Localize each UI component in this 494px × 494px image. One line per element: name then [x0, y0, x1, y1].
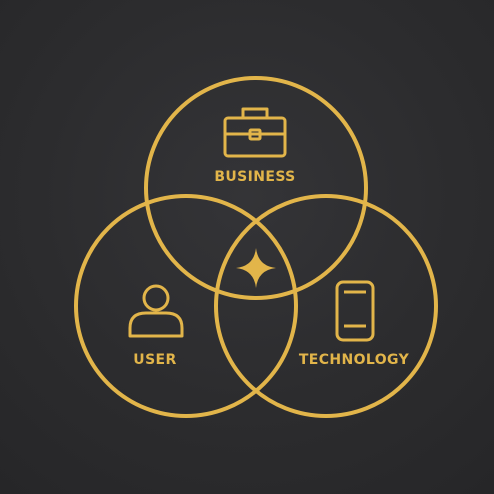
smartphone-icon [335, 280, 375, 342]
business-label: BUSINESS [214, 169, 295, 185]
technology-label: TECHNOLOGY [299, 352, 410, 368]
business-circle [144, 76, 368, 300]
user-icon [128, 284, 184, 338]
user-circle [74, 194, 298, 418]
user-label: USER [133, 352, 176, 368]
technology-circle [214, 194, 438, 418]
briefcase-icon [223, 107, 287, 158]
sparkle-icon [236, 248, 276, 288]
